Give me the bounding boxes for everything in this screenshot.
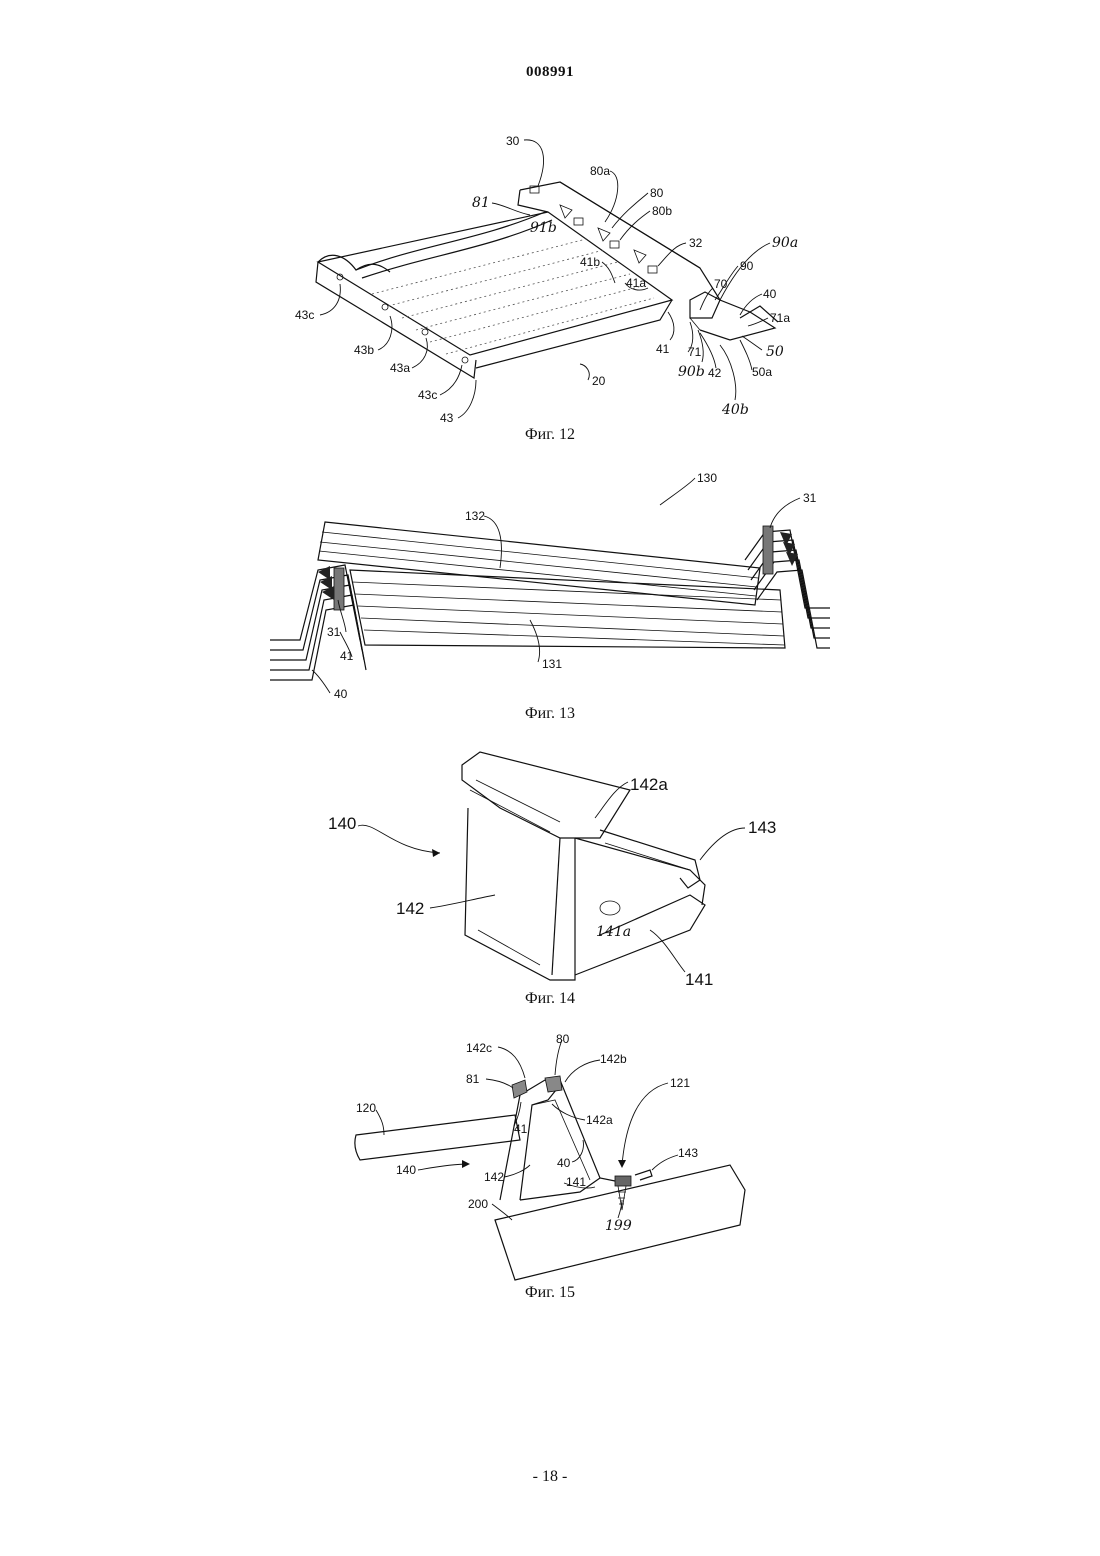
fig12-label: 40b [721,402,749,418]
fig12-label: 50a [752,365,772,379]
figure-13-caption: Фиг. 13 [0,705,1100,723]
fig15-label: 141 [566,1175,586,1189]
fig15-label: 142b [600,1052,627,1066]
fig13-label: 41 [340,649,354,663]
fig15-label: 80 [556,1032,570,1046]
fig15-label: 140 [396,1163,416,1177]
fig13-label: 131 [542,657,562,671]
fig15-label: 200 [468,1197,488,1211]
page-number: - 18 - [0,1468,1100,1486]
figure-14-leaders [358,782,745,972]
fig12-label: 80 [650,186,664,200]
figure-12-drawing [316,182,778,378]
fig13-label: 130 [697,471,717,485]
fig14-label: 141 [685,970,713,989]
fig12-label: 81 [472,195,490,211]
fig12-label: 43 [440,411,454,425]
fig15-label: 142a [586,1113,613,1127]
fig12-label: 90b [678,364,705,380]
fig12-label: 71 [688,345,702,359]
figure-15-drawing [355,1076,745,1280]
figure-15-labels: 142c 80 142b 81 121 120 41 142a 143 140 … [356,1032,698,1234]
fig12-label: 80a [590,164,610,178]
fig12-label: 50 [766,344,784,360]
fig12-label: 80b [652,204,672,218]
fig15-label: 81 [466,1072,480,1086]
fig14-label: 140 [328,814,356,833]
fig12-label: 90 [740,259,754,273]
fig12-label: 42 [708,366,722,380]
fig12-label: 30 [506,134,520,148]
fig15-label: 143 [678,1146,698,1160]
fig12-label: 40 [763,287,777,301]
fig13-label: 132 [465,509,485,523]
fig15-label: 120 [356,1101,376,1115]
fig12-label: 41 [656,342,670,356]
fig12-label: 43a [390,361,410,375]
fig12-label: 43b [354,343,374,357]
fig12-label: 71a [770,311,790,325]
fig12-label: 43c [418,388,437,402]
fig13-label: 31 [327,625,341,639]
fig15-label: 142c [466,1041,492,1055]
fig15-label: 40 [557,1156,571,1170]
fig14-label: 143 [748,818,776,837]
fig12-label: 41a [626,276,646,290]
figure-12-caption: Фиг. 12 [0,426,1100,444]
figure-14-labels: 140 142a 143 142 141a 141 [328,775,776,989]
fig12-label: 20 [592,374,606,388]
figure-12-labels: 30 80a 80 80b 81 91b 32 90a 70 90 41b 41… [295,134,798,425]
fig13-label: 31 [803,491,817,505]
fig12-label: 70 [714,277,728,291]
fig12-label: 90a [772,235,798,251]
fig12-label: 91b [530,220,557,236]
fig13-label: 40 [334,687,348,701]
fig15-label: 41 [514,1122,528,1136]
figure-14-caption: Фиг. 14 [0,990,1100,1008]
fig14-label: 142a [630,775,668,794]
fig12-label: 41b [580,255,600,269]
fig14-label: 142 [396,899,424,918]
fig15-label: 199 [605,1218,632,1234]
fig15-label: 142 [484,1170,504,1184]
figure-14-drawing [462,752,705,980]
fig12-label: 32 [689,236,703,250]
figure-15-caption: Фиг. 15 [0,1284,1100,1302]
fig14-label: 141a [596,924,631,940]
fig12-label: 43c [295,308,314,322]
fig15-label: 121 [670,1076,690,1090]
